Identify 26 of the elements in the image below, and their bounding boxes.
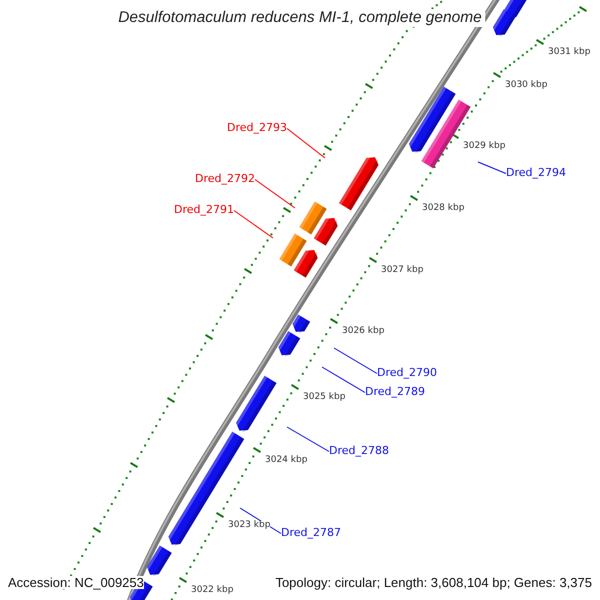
gene-label: Dred_2791 <box>174 204 234 215</box>
gene-label: Dred_2790 <box>377 367 437 378</box>
gene-label: Dred_2793 <box>227 122 287 133</box>
leader-line <box>286 128 326 158</box>
tick-label: 3030 kbp <box>505 80 548 90</box>
genome-summary-text: Topology: circular; Length: 3,608,104 bp; Genes: 3,375 <box>275 576 592 588</box>
tick-label: 3023 kbp <box>228 520 270 530</box>
gene-label: Dred_2788 <box>329 445 389 456</box>
tick-label: 3027 kbp <box>381 266 424 274</box>
tick-label: 3028 kbp <box>422 204 464 212</box>
tick-label: 3024 kbp <box>265 456 308 464</box>
leader-line <box>286 426 330 452</box>
tick-label: 3022 kbp <box>191 586 234 594</box>
tick-label: 3025 kbp <box>303 392 346 402</box>
gene-label: Dred_2792 <box>195 173 255 184</box>
gene-label: Dred_2794 <box>506 167 566 178</box>
tick-label: 3031 kbp <box>548 48 590 56</box>
tick-label: 3029 kbp <box>463 142 506 150</box>
leader-line <box>234 210 274 238</box>
leader-line <box>322 366 366 393</box>
leader-line <box>334 348 378 374</box>
gene-label: Dred_2787 <box>281 527 341 538</box>
leader-line <box>254 179 296 208</box>
gene-label: Dred_2789 <box>365 386 425 397</box>
leader-line <box>478 162 506 174</box>
tick-label: 3026 kbp <box>342 326 384 336</box>
